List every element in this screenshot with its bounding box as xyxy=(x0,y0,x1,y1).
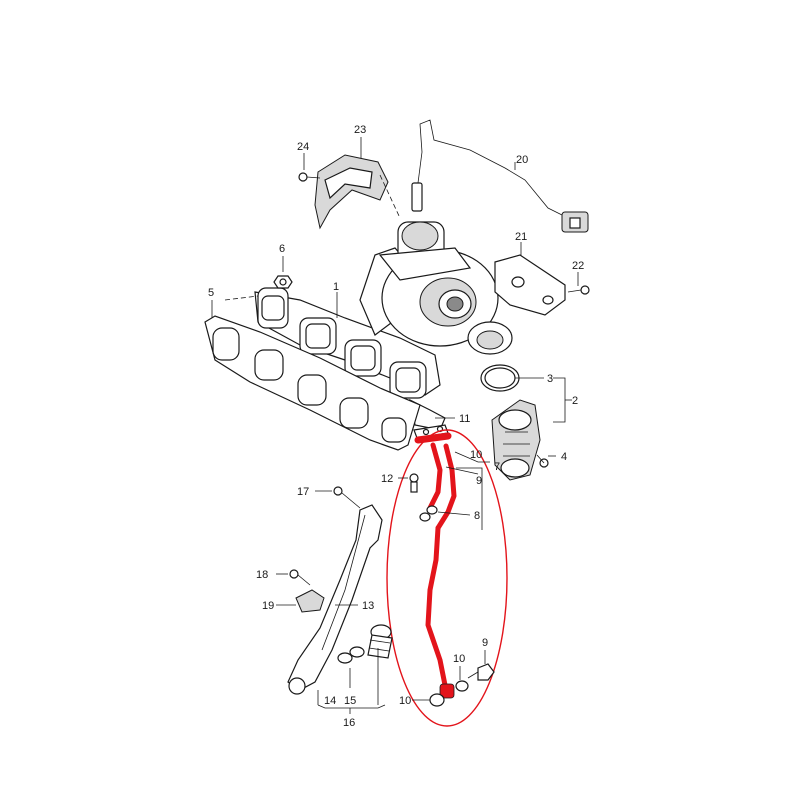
turbocharger xyxy=(378,221,513,355)
oil-feed-pipe xyxy=(287,504,383,695)
callout-14: 14 xyxy=(324,695,336,707)
oil-line-gasket xyxy=(413,424,449,439)
turbo-support-bracket xyxy=(494,254,566,316)
callout-11: 11 xyxy=(459,413,470,425)
callout-16: 16 xyxy=(343,717,355,729)
callout-7: 7 xyxy=(494,461,500,473)
outlet-connector xyxy=(491,399,541,481)
manifold-nut xyxy=(273,275,293,289)
oil-return-line-highlighted xyxy=(414,432,457,699)
temperature-sensor xyxy=(411,119,589,233)
callout-17: 17 xyxy=(297,486,309,498)
seal-washer xyxy=(419,505,438,522)
connector-piece xyxy=(367,624,393,659)
callout-5: 5 xyxy=(208,287,214,299)
callout-18: 18 xyxy=(256,569,268,581)
callout-10-right: 10 xyxy=(453,653,465,665)
callout-4: 4 xyxy=(561,451,567,463)
callout-24: 24 xyxy=(297,141,309,153)
callout-10-upper: 10 xyxy=(470,449,482,461)
pipe-bolt xyxy=(333,486,361,509)
o-rings xyxy=(337,646,365,664)
callout-12: 12 xyxy=(381,473,393,485)
callout-6: 6 xyxy=(279,243,285,255)
callout-19: 19 xyxy=(262,600,274,612)
callout-13: 13 xyxy=(362,600,374,612)
callout-20: 20 xyxy=(516,154,528,166)
hollow-bolt xyxy=(467,663,495,681)
leader-lines xyxy=(211,137,579,714)
banjo-bolt xyxy=(409,473,419,493)
clip xyxy=(295,589,325,613)
manifold-gasket xyxy=(204,315,421,451)
callout-3: 3 xyxy=(547,373,553,385)
highlight-outline xyxy=(386,429,508,727)
callout-8: 8 xyxy=(474,510,480,522)
callout-15: 15 xyxy=(344,695,356,707)
clip-bolt xyxy=(289,569,311,586)
bracket-bolt xyxy=(567,285,590,295)
callout-23: 23 xyxy=(354,124,366,136)
callout-1: 1 xyxy=(333,281,339,293)
callout-21: 21 xyxy=(515,231,527,243)
clamp-bolt xyxy=(536,454,549,468)
callout-9-lower: 9 xyxy=(482,637,488,649)
heat-shield-bolt xyxy=(298,172,321,182)
lower-seal-washers xyxy=(429,680,469,707)
heat-shield xyxy=(314,154,389,230)
seal-ring xyxy=(480,364,520,392)
callout-22: 22 xyxy=(572,260,584,272)
callout-10-left: 10 xyxy=(399,695,411,707)
callout-2: 2 xyxy=(572,395,578,407)
callout-9-upper: 9 xyxy=(476,475,482,487)
